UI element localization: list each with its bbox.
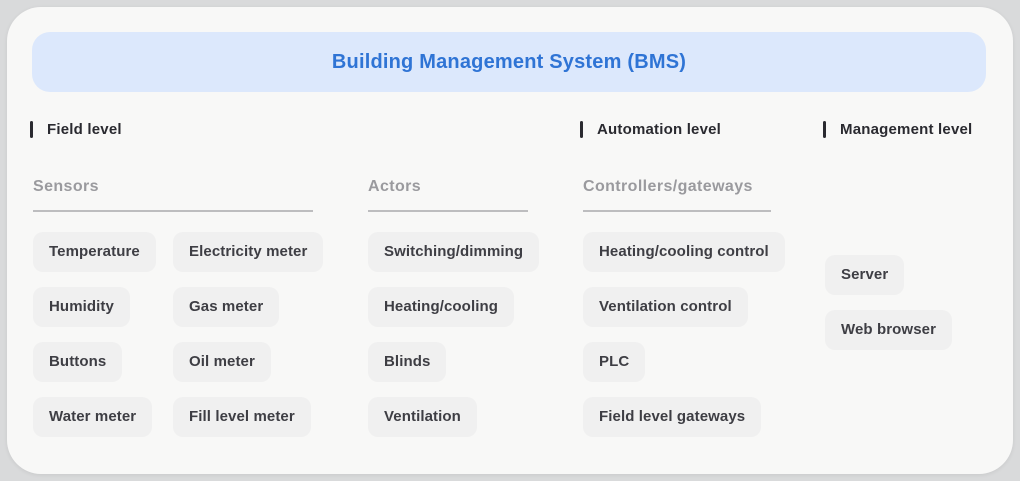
chip-plc: PLC bbox=[583, 342, 646, 382]
management-chip-list: Server Web browser bbox=[825, 255, 953, 350]
controllers-chip-list: Heating/cooling control Ventilation cont… bbox=[583, 232, 785, 437]
chip-gas-meter: Gas meter bbox=[173, 287, 280, 327]
level-bar-icon bbox=[30, 121, 33, 138]
chip-oil-meter: Oil meter bbox=[173, 342, 271, 382]
column-actors: Actors Switching/dimming Heating/cooling… bbox=[368, 178, 540, 437]
chip-temperature: Temperature bbox=[33, 232, 156, 272]
level-label-field: Field level bbox=[30, 121, 122, 138]
bms-diagram-card: Building Management System (BMS) Field l… bbox=[7, 7, 1013, 474]
level-label-text: Field level bbox=[47, 121, 122, 138]
chip-heating-cooling-control: Heating/cooling control bbox=[583, 232, 785, 272]
level-label-text: Management level bbox=[840, 121, 973, 138]
level-label-text: Automation level bbox=[597, 121, 722, 138]
level-label-management: Management level bbox=[823, 121, 972, 138]
level-bar-icon bbox=[823, 121, 826, 138]
column-header-controllers: Controllers/gateways bbox=[583, 178, 771, 212]
level-label-automation: Automation level bbox=[580, 121, 721, 138]
chip-water-meter: Water meter bbox=[33, 397, 153, 437]
chip-blinds: Blinds bbox=[368, 342, 447, 382]
column-controllers-gateways: Controllers/gateways Heating/cooling con… bbox=[583, 178, 785, 437]
sensors-chip-grid: Temperature Electricity meter Humidity G… bbox=[33, 232, 324, 437]
chip-switching-dimming: Switching/dimming bbox=[368, 232, 540, 272]
chip-electricity-meter: Electricity meter bbox=[173, 232, 324, 272]
chip-heating-cooling: Heating/cooling bbox=[368, 287, 514, 327]
column-header-actors: Actors bbox=[368, 178, 528, 212]
actors-chip-list: Switching/dimming Heating/cooling Blinds… bbox=[368, 232, 540, 437]
chip-server: Server bbox=[825, 255, 905, 295]
column-management: Server Web browser bbox=[825, 235, 953, 350]
chip-web-browser: Web browser bbox=[825, 310, 953, 350]
level-bar-icon bbox=[580, 121, 583, 138]
column-sensors: Sensors Temperature Electricity meter Hu… bbox=[33, 178, 324, 437]
column-header-sensors: Sensors bbox=[33, 178, 313, 212]
chip-ventilation: Ventilation bbox=[368, 397, 477, 437]
chip-fill-level-meter: Fill level meter bbox=[173, 397, 311, 437]
page-title: Building Management System (BMS) bbox=[331, 50, 687, 73]
chip-humidity: Humidity bbox=[33, 287, 130, 327]
chip-buttons: Buttons bbox=[33, 342, 123, 382]
chip-ventilation-control: Ventilation control bbox=[583, 287, 748, 327]
title-banner: Building Management System (BMS) bbox=[32, 32, 986, 92]
chip-field-level-gateways: Field level gateways bbox=[583, 397, 762, 437]
